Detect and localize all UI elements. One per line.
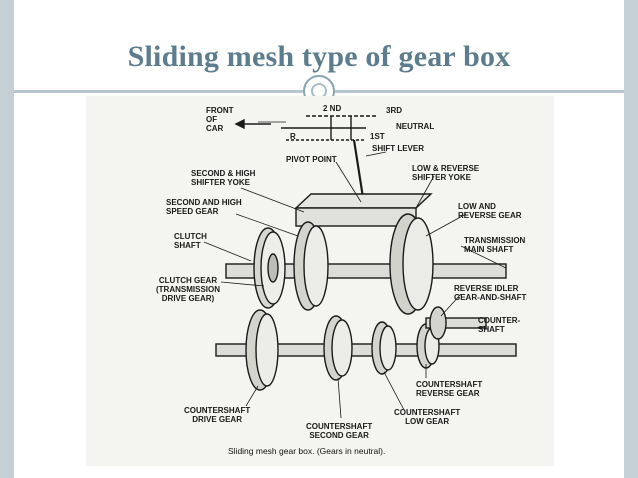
label-reverse-idler: REVERSE IDLER GEAR-AND-SHAFT [454, 284, 527, 302]
left-decor-panel [0, 0, 14, 478]
label-transmission-main-shaft: TRANSMISSION MAIN SHAFT [464, 236, 526, 254]
label-clutch-shaft: CLUTCH SHAFT [174, 232, 207, 250]
shifter-cover-front [295, 207, 417, 227]
label-countershaft-reverse-gear: COUNTERSHAFT REVERSE GEAR [416, 380, 483, 398]
label-second-high-speed-gear: SECOND AND HIGH SPEED GEAR [166, 198, 242, 216]
countershaft [215, 343, 517, 357]
slide-title: Sliding mesh type of gear box [127, 40, 511, 73]
label-countershaft-second-gear: COUNTERSHAFT SECOND GEAR [306, 422, 373, 440]
gearbox-diagram: FRONT OF CAR 2 ND 3RD R 1ST NEUTRAL SHIF… [86, 96, 554, 466]
label-shift-lever: SHIFT LEVER [372, 144, 425, 153]
label-low-reverse-shifter-yoke: LOW & REVERSE SHIFTER YOKE [412, 164, 480, 182]
reverse-idler-shaft [425, 317, 487, 329]
gearbox-drawing [203, 115, 517, 419]
label-countershaft-drive-gear: COUNTERSHAFT DRIVE GEAR [184, 406, 251, 424]
label-second-high-shifter-yoke: SECOND & HIGH SHIFTER YOKE [191, 169, 256, 187]
label-2nd: 2 ND [323, 104, 342, 113]
label-front-of-car: FRONT OF CAR [206, 106, 234, 133]
diagram-caption: Sliding mesh gear box. (Gears in neutral… [228, 446, 386, 456]
label-pivot-point: PIVOT POINT [286, 155, 337, 164]
label-r: R [290, 132, 296, 141]
label-1st: 1ST [370, 132, 385, 141]
reverse-idler-gear [429, 306, 447, 340]
label-counter-shaft: COUNTER- SHAFT [478, 316, 521, 334]
right-decor-panel [624, 0, 638, 478]
label-clutch-gear: CLUTCH GEAR (TRANSMISSION DRIVE GEAR) [156, 276, 220, 303]
label-3rd: 3RD [386, 106, 403, 115]
label-countershaft-low-gear: COUNTERSHAFT LOW GEAR [394, 408, 461, 426]
front-arrow-head [234, 118, 245, 130]
shifter-cover-top [294, 193, 433, 209]
label-neutral: NEUTRAL [396, 122, 435, 131]
label-low-reverse-gear: LOW AND REVERSE GEAR [458, 202, 522, 220]
